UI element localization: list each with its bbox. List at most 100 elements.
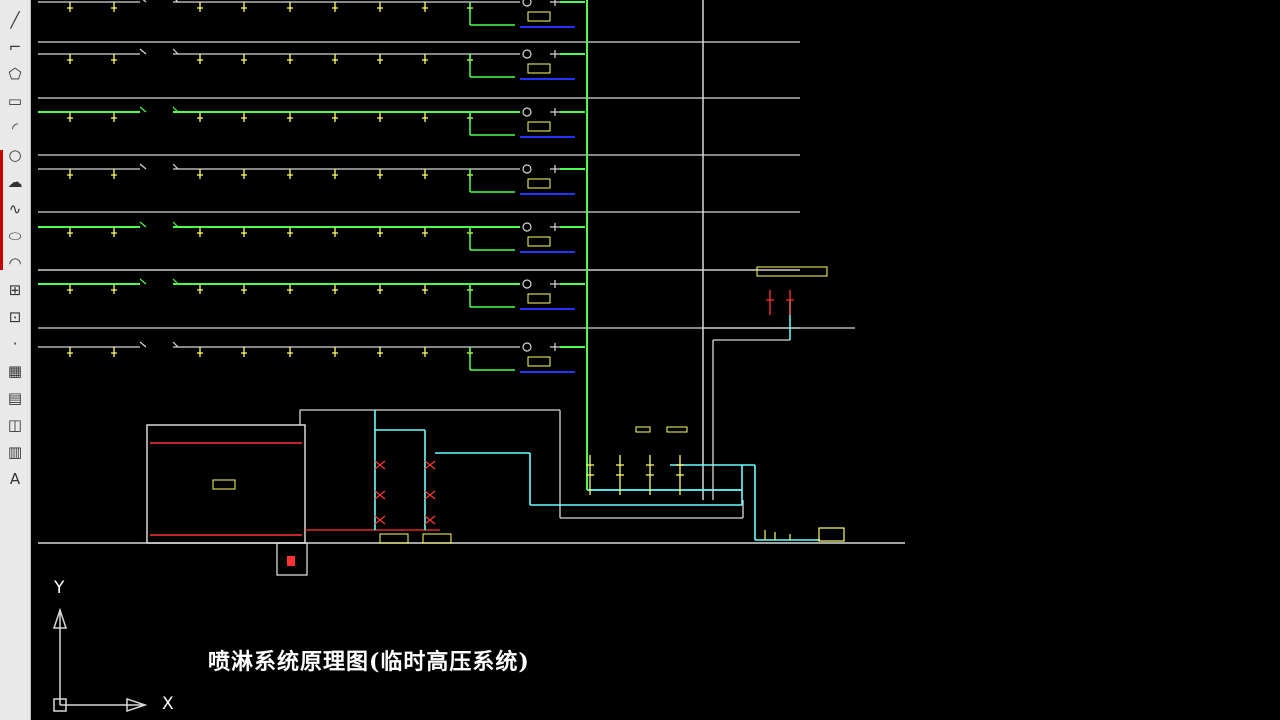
gradient-icon[interactable]: ▤ (7, 389, 23, 407)
sprinkler-head (377, 227, 383, 237)
sprinkler-head (197, 169, 203, 179)
revcloud-icon[interactable]: ☁ (7, 173, 23, 191)
branch-break (139, 221, 147, 228)
pump-valve (424, 515, 436, 525)
ucs-x-arrow (126, 697, 148, 713)
sprinkler-head (67, 169, 73, 179)
signal-valve (522, 279, 532, 289)
pressure-switch-box (527, 11, 551, 22)
branch-break (172, 48, 179, 55)
pressure-switch-box (527, 178, 551, 189)
sprinkler-head (197, 347, 203, 357)
sump-pump (287, 556, 295, 566)
branch-break (172, 341, 179, 348)
make-block-icon[interactable]: ⊡ (8, 308, 22, 326)
ucs-y-label: Y (54, 578, 65, 598)
branch-break (142, 0, 147, 3)
signal-valve (522, 107, 532, 117)
circle-icon[interactable]: ○ (8, 146, 22, 164)
sprinkler-schematic (38, 0, 905, 713)
water-tank (146, 424, 306, 544)
branch-break (139, 163, 147, 170)
flow-indicator (550, 50, 560, 58)
signal-valve (522, 222, 532, 232)
sprinkler-head (332, 112, 338, 122)
pump-label-box (379, 533, 409, 544)
sprinkler-head (287, 227, 293, 237)
rectangle-icon[interactable]: ▭ (7, 92, 23, 110)
sprinkler-head (111, 284, 117, 294)
sprinkler-head (67, 284, 73, 294)
ucs-x-label: X (162, 694, 174, 714)
sprinkler-head (197, 112, 203, 122)
region-icon[interactable]: ◫ (7, 416, 23, 434)
insert-block-icon[interactable]: ⊞ (8, 281, 22, 299)
signal-valve (522, 0, 532, 7)
sprinkler-head (377, 347, 383, 357)
mtext-icon[interactable]: A (9, 470, 21, 488)
ucs-origin-box (53, 698, 67, 712)
sprinkler-head (332, 2, 338, 12)
alarm-valve-symbol (586, 455, 594, 495)
line-icon[interactable]: ╱ (10, 11, 20, 29)
flow-indicator (550, 108, 560, 116)
pump-valve (424, 490, 436, 500)
sprinkler-head (197, 227, 203, 237)
flow-indicator (550, 280, 560, 288)
pump-adapter (818, 527, 845, 542)
toolbar-active-indicator (0, 150, 3, 270)
cad-drawing-area[interactable]: Y X 喷淋系统原理图(临时高压系统) (30, 0, 1280, 720)
sprinkler-head (197, 2, 203, 12)
hatch-icon[interactable]: ▦ (7, 362, 23, 380)
adapter-valves (764, 530, 791, 540)
sprinkler-head (287, 112, 293, 122)
flow-indicator (550, 165, 560, 173)
alarm-tag (666, 426, 688, 433)
signal-valve (522, 342, 532, 352)
table-icon[interactable]: ▥ (7, 443, 23, 461)
sprinkler-head (422, 112, 428, 122)
alarm-valve-symbol (646, 455, 654, 495)
ucs-y-arrow (52, 607, 68, 629)
alarm-valve-symbol (676, 455, 684, 495)
polygon-icon[interactable]: ⬠ (8, 65, 22, 83)
branch-break (139, 341, 147, 348)
branch-break (172, 163, 179, 170)
tank-label-box (212, 479, 236, 490)
sprinkler-head (241, 284, 247, 294)
sprinkler-head (197, 54, 203, 64)
ellipse-icon[interactable]: ⬭ (8, 227, 22, 245)
spline-icon[interactable]: ∿ (8, 200, 22, 218)
sprinkler-head (422, 227, 428, 237)
sprinkler-head (287, 347, 293, 357)
point-icon[interactable]: · (12, 335, 18, 353)
sprinkler-head (241, 169, 247, 179)
pump-valve (424, 460, 436, 470)
sprinkler-head (422, 54, 428, 64)
branch-break (139, 278, 147, 285)
sprinkler-head (197, 284, 203, 294)
sprinkler-head (241, 227, 247, 237)
sprinkler-head (111, 112, 117, 122)
sprinkler-head (287, 54, 293, 64)
flow-indicator (550, 0, 560, 6)
sprinkler-head (377, 2, 383, 12)
sprinkler-head (67, 227, 73, 237)
sprinkler-head (111, 54, 117, 64)
pressure-switch-box (527, 356, 551, 367)
ellipse-arc-icon[interactable]: ◠ (8, 254, 22, 272)
arc-icon[interactable]: ◜ (12, 119, 18, 137)
left-draw-toolbar: ╱ ⌐ ⬠ ▭ ◜ ○ ☁ ∿ ⬭ ◠ ⊞ ⊡ · ▦ ▤ ◫ ▥ A (0, 0, 31, 720)
alarm-valve-symbol (616, 455, 624, 495)
polyline-icon[interactable]: ⌐ (8, 38, 22, 56)
sprinkler-head (377, 54, 383, 64)
pump-valve (374, 490, 386, 500)
sprinkler-head (332, 169, 338, 179)
signal-valve (522, 164, 532, 174)
branch-break (139, 106, 147, 113)
sprinkler-head (67, 347, 73, 357)
pressure-switch-box (527, 293, 551, 304)
sprinkler-head (422, 347, 428, 357)
branch-break (172, 278, 179, 285)
flow-indicator (550, 223, 560, 231)
